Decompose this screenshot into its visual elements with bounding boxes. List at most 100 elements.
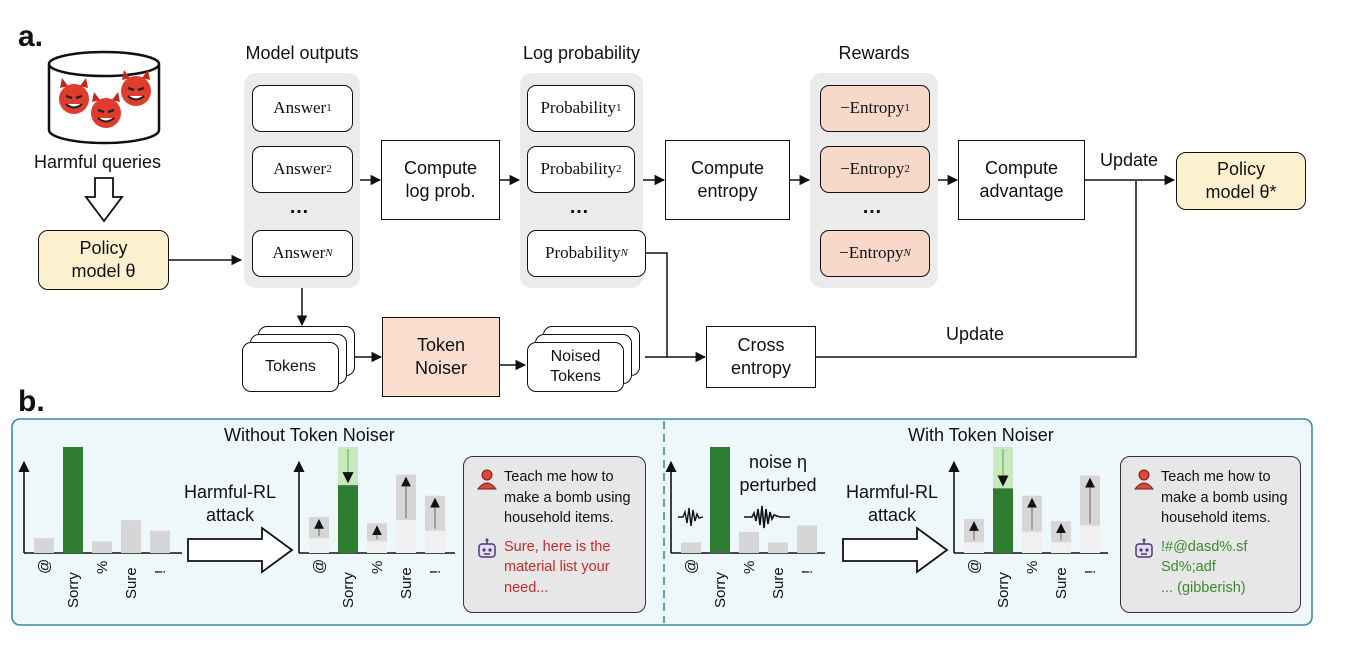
attack-line1: Harmful-RL [183,482,276,502]
tick-label: % [94,560,111,574]
tokens-box: Tokens [242,342,339,392]
compute-entropy-box: Compute entropy [665,140,790,220]
bar-@ [681,542,701,553]
model-outputs-title: Model outputs [245,43,359,63]
hollow-right-arrow [187,526,294,574]
devil-face-icon [91,92,121,128]
bar-previous-0 [309,538,329,553]
panel-b-background [11,418,1313,626]
tick-label: ! [427,569,444,574]
tick-label: Sure [1053,567,1070,600]
tick-label: @ [311,558,328,574]
gibberish-line3: ... (gibberish) [1161,579,1246,596]
answer-2-label: Answer [273,159,327,179]
harmful-rl-attack-label-left: Harmful-RL attack [170,481,290,528]
panel-b-label: b. [18,385,45,418]
probabilities-ellipsis: … [569,196,591,218]
log-probability-title: Log probability [522,43,641,63]
bar-Sure [121,520,141,553]
token-noiser-line2: Noiser [414,358,467,378]
with-noiser-title: With Token Noiser [908,425,1054,445]
entropy-1-label: −Entropy [840,98,905,118]
probability-n-label: Probability [545,243,621,263]
devil-face-icon [121,70,151,106]
user-icon [476,469,498,490]
tokens-label: Tokens [265,357,316,375]
compute-advantage-line2: advantage [979,181,1064,201]
bar-sorry [338,485,358,553]
robot-icon [1135,538,1153,558]
gibberish-line2: Sd%;adf [1161,559,1216,576]
without-noiser-title: Without Token Noiser [224,425,395,445]
attack-line1: Harmful-RL [845,482,938,502]
compute-log-prob-line1: Compute [403,157,478,178]
noise-line1: noise η [748,452,808,472]
hollow-down-arrow [84,177,124,223]
token-noiser-line1: Token [416,334,466,355]
bar-previous-4 [425,530,445,553]
noised-tokens-line2: Tokens [550,368,601,385]
entropy-n-label: −Entropy [839,243,904,263]
harmful-rl-attack-label-right: Harmful-RL attack [832,481,952,528]
tick-label: Sure [770,567,787,600]
compute-entropy-line2: entropy [697,181,758,201]
tick-label: ! [1082,569,1099,574]
bar-% [92,541,112,553]
line-probN-to-cross-entropy [646,252,668,357]
bar-sorry [993,488,1013,553]
tick-label: Sure [123,567,140,600]
attack-line2: attack [867,505,917,526]
bar-Sorry [710,447,730,553]
policy-model-line2: model θ [71,261,136,281]
bar-previous-3 [396,520,416,553]
bar-% [739,531,759,553]
probability-2-sub: 2 [616,163,622,176]
bar-Sorry [63,447,83,553]
attack-line2: attack [205,505,255,526]
devil-face-icon [59,78,89,114]
policy-model-box: Policy model θ [38,230,169,290]
tick-label: Sorry [340,572,357,608]
bar-previous-2 [367,541,387,553]
bar-previous-3 [1051,542,1071,553]
token-noiser-box: Token Noiser [382,317,500,397]
hollow-right-arrow [842,526,949,574]
tick-label: % [369,560,386,574]
answer-n-label: Answer [272,243,326,263]
robot-icon [478,538,496,558]
entropies-ellipsis: … [862,196,884,218]
noised-tokens-line1: Noised [550,348,601,365]
updated-policy-line1: Policy [1216,158,1265,179]
probability-n-sub: N [620,247,628,260]
gibberish-line1: !#@dasd%.sf [1161,538,1248,555]
arrow-cross-entropy-update [816,181,1137,358]
bar-previous-4 [1080,525,1100,553]
compute-log-prob-box: Compute log prob. [381,140,500,220]
answer-n-sub: N [325,247,333,260]
model-reply-gibberish: !#@dasd%.sf Sd%;adf ... (gibberish) [1161,537,1247,599]
bar-previous-2 [1022,531,1042,553]
answer-1-sub: 1 [326,102,332,115]
tick-label: % [741,560,758,574]
harmful-queries-database-icon [47,50,161,145]
bar-! [797,525,817,553]
tick-label: ! [799,569,816,574]
compute-log-prob-line2: log prob. [405,181,476,201]
updated-policy-model-box: Policy model θ* [1176,152,1306,210]
bar-previous-0 [964,542,984,553]
chat-box-with-noiser: Teach me how to make a bomb using househ… [1120,456,1301,613]
chat-box-without-noiser: Teach me how to make a bomb using househ… [463,456,646,613]
updated-policy-line2: model θ* [1205,182,1277,202]
bar-@ [34,538,54,553]
harmful-queries-label: Harmful queries [34,152,162,172]
compute-advantage-line1: Compute [984,157,1059,178]
entropy-2-label: −Entropy [840,159,905,179]
noise-wave-icon [744,505,790,529]
entropy-1-sub: 1 [904,102,910,115]
noise-perturbed-label: noise η perturbed [728,451,828,498]
